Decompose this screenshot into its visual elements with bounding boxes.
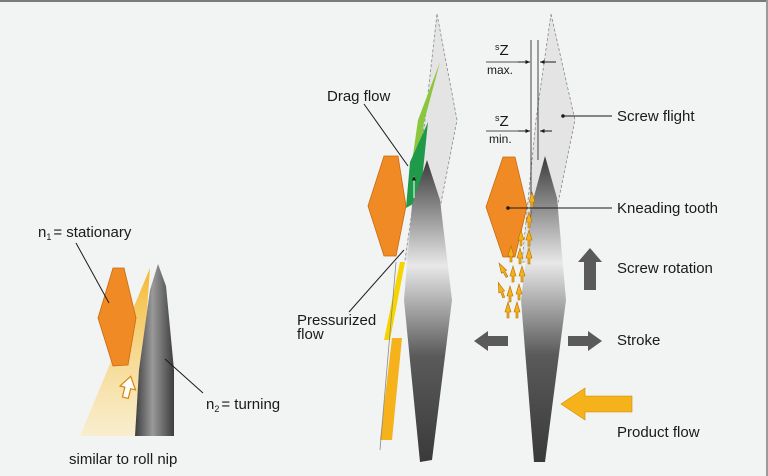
roll-nip-caption: similar to roll nip <box>69 451 177 468</box>
flow-arrow-small <box>118 375 137 400</box>
sz-min-symbol: sZ <box>495 113 509 130</box>
product-flow-arrow <box>560 387 633 421</box>
n2-label: n2= turning <box>206 396 280 414</box>
stroke-arrow-left <box>474 331 508 351</box>
product-flow-label: Product flow <box>617 424 700 441</box>
particle-arrow <box>513 300 521 319</box>
particle-arrow <box>497 281 506 299</box>
n1-label: n1= stationary <box>38 224 132 242</box>
particle-arrow <box>517 228 525 247</box>
drag-flow-leader <box>363 103 409 167</box>
kneading-tooth-dot <box>506 206 510 210</box>
screw-body-mid <box>404 160 452 462</box>
screw-flight-label: Screw flight <box>617 108 695 125</box>
pressurized-flow-band <box>380 338 402 440</box>
particle-arrow <box>525 210 533 229</box>
particle-arrow <box>518 264 526 283</box>
drag-flow-wedge <box>406 122 428 208</box>
kneading-tooth-right <box>485 156 528 258</box>
product-particles <box>497 190 536 319</box>
kneading-diagram <box>474 13 633 462</box>
sz-min-label: min. <box>489 132 512 146</box>
sz-max-label: max. <box>487 63 513 77</box>
pressurized-strip <box>384 262 405 340</box>
kneading-tooth-small <box>97 267 137 367</box>
flow-boundary-line <box>379 261 397 451</box>
screw-rotation-label: Screw rotation <box>617 260 713 277</box>
top-border <box>0 0 768 2</box>
stroke-label: Stroke <box>617 332 660 349</box>
particle-arrow <box>525 228 533 247</box>
particle-arrow <box>498 262 509 278</box>
particle-arrow <box>507 244 515 263</box>
n1-leader-line <box>75 242 110 304</box>
particle-arrow <box>515 282 523 301</box>
right-border <box>766 0 768 476</box>
particle-arrow <box>506 284 514 303</box>
stroke-arrow-right <box>568 331 602 351</box>
screw-rotation-arrow <box>578 248 602 290</box>
n2-leader-line <box>164 358 204 394</box>
kneading-tooth-mid <box>367 155 407 257</box>
particle-arrow <box>528 190 536 209</box>
particle-arrow <box>509 264 517 283</box>
screw-flight-dot <box>561 114 565 118</box>
screw-body-right <box>521 156 566 462</box>
particle-arrow <box>516 246 524 265</box>
pressurized-flow-label-line2: flow <box>297 326 324 343</box>
pressurized-flow-label-line1: Pressurized <box>297 312 376 329</box>
sz-max-symbol: sZ <box>495 42 509 59</box>
particle-arrow <box>504 300 512 319</box>
pressurized-leader <box>348 249 405 313</box>
drag-flow-label: Drag flow <box>327 88 391 105</box>
kneading-tooth-label: Kneading tooth <box>617 200 718 217</box>
flow-diagram <box>348 13 458 462</box>
roll-nip-diagram <box>75 242 204 436</box>
screw-flank-small <box>135 264 174 436</box>
particle-arrow <box>525 246 533 265</box>
